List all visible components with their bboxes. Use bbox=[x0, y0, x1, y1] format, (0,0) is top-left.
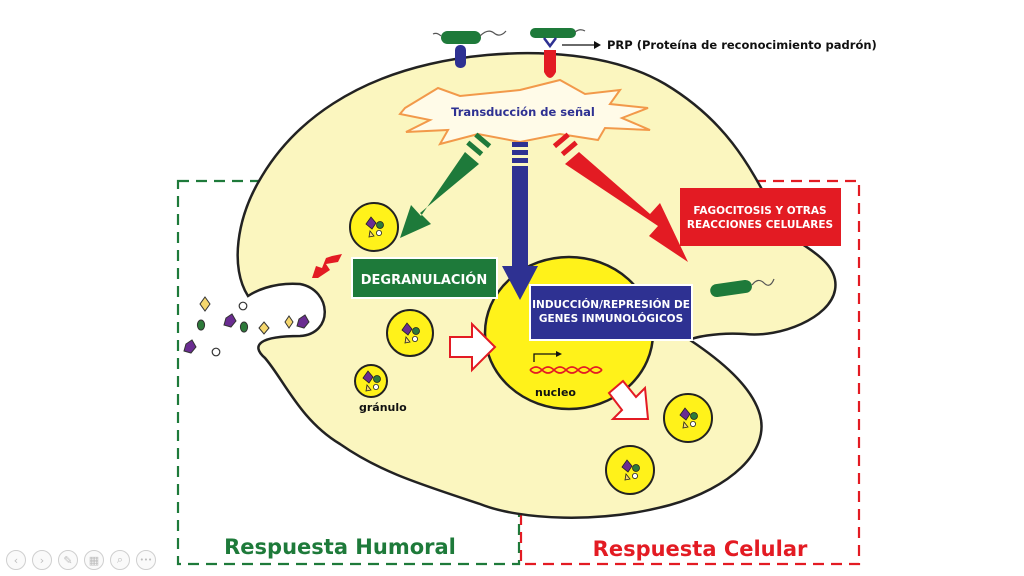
phagocytosis-box bbox=[680, 188, 841, 246]
blue-arrow bbox=[502, 142, 538, 300]
degranulation-box bbox=[351, 257, 498, 299]
induction-label-line2: GENES INMUNOLÓGICOS bbox=[539, 312, 683, 325]
more-options-icon[interactable]: ••• bbox=[136, 550, 156, 570]
degranulation-label: DEGRANULACIÓN bbox=[361, 272, 488, 288]
exocytosis-arrow bbox=[312, 254, 342, 278]
red-arrow bbox=[552, 132, 688, 262]
granule bbox=[386, 309, 434, 357]
signal-burst bbox=[398, 78, 651, 146]
granule bbox=[354, 364, 388, 398]
bacterium-icon bbox=[710, 278, 775, 298]
phagocytosis-label-line1: FAGOCITOSIS Y OTRAS bbox=[693, 205, 826, 217]
granule bbox=[663, 393, 713, 443]
bacterium-icon bbox=[530, 28, 586, 38]
dna-strand bbox=[529, 366, 603, 374]
prp-pointer-arrowhead bbox=[594, 41, 601, 49]
granule-label: gránulo bbox=[359, 401, 407, 414]
receptor-blue bbox=[455, 45, 466, 68]
induction-label-line1: INDUCCIÓN/REPRESIÓN DE bbox=[532, 298, 690, 311]
bacterium-icon bbox=[432, 30, 507, 44]
prev-slide-icon[interactable]: ‹ bbox=[6, 550, 26, 570]
prp-receptor bbox=[543, 37, 557, 78]
pen-icon[interactable]: ✎ bbox=[58, 550, 78, 570]
next-slide-icon[interactable]: › bbox=[32, 550, 52, 570]
slideshow-controls: ‹ › ✎ ▦ ⌕ ••• bbox=[6, 550, 156, 570]
nucleus-output-arrow bbox=[607, 379, 650, 420]
released-particles bbox=[183, 296, 310, 357]
phagocytosis-label-line2: REACCIONES CELULARES bbox=[687, 219, 833, 231]
zoom-icon[interactable]: ⌕ bbox=[110, 550, 130, 570]
humoral-response-label: Respuesta Humoral bbox=[224, 535, 456, 559]
prp-label: PRP (Proteína de reconocimiento padrón) bbox=[607, 38, 877, 52]
transcription-start-arrow bbox=[533, 351, 562, 362]
granule bbox=[349, 202, 399, 252]
granule bbox=[605, 445, 655, 495]
slides-grid-icon[interactable]: ▦ bbox=[84, 550, 104, 570]
green-arrow bbox=[400, 132, 492, 238]
nucleus-label: nucleo bbox=[535, 386, 576, 399]
granule-release-arrow bbox=[449, 321, 497, 373]
induction-box bbox=[529, 284, 693, 341]
cellular-response-label: Respuesta Celular bbox=[593, 537, 808, 561]
transduction-label: Transducción de señal bbox=[451, 105, 595, 119]
